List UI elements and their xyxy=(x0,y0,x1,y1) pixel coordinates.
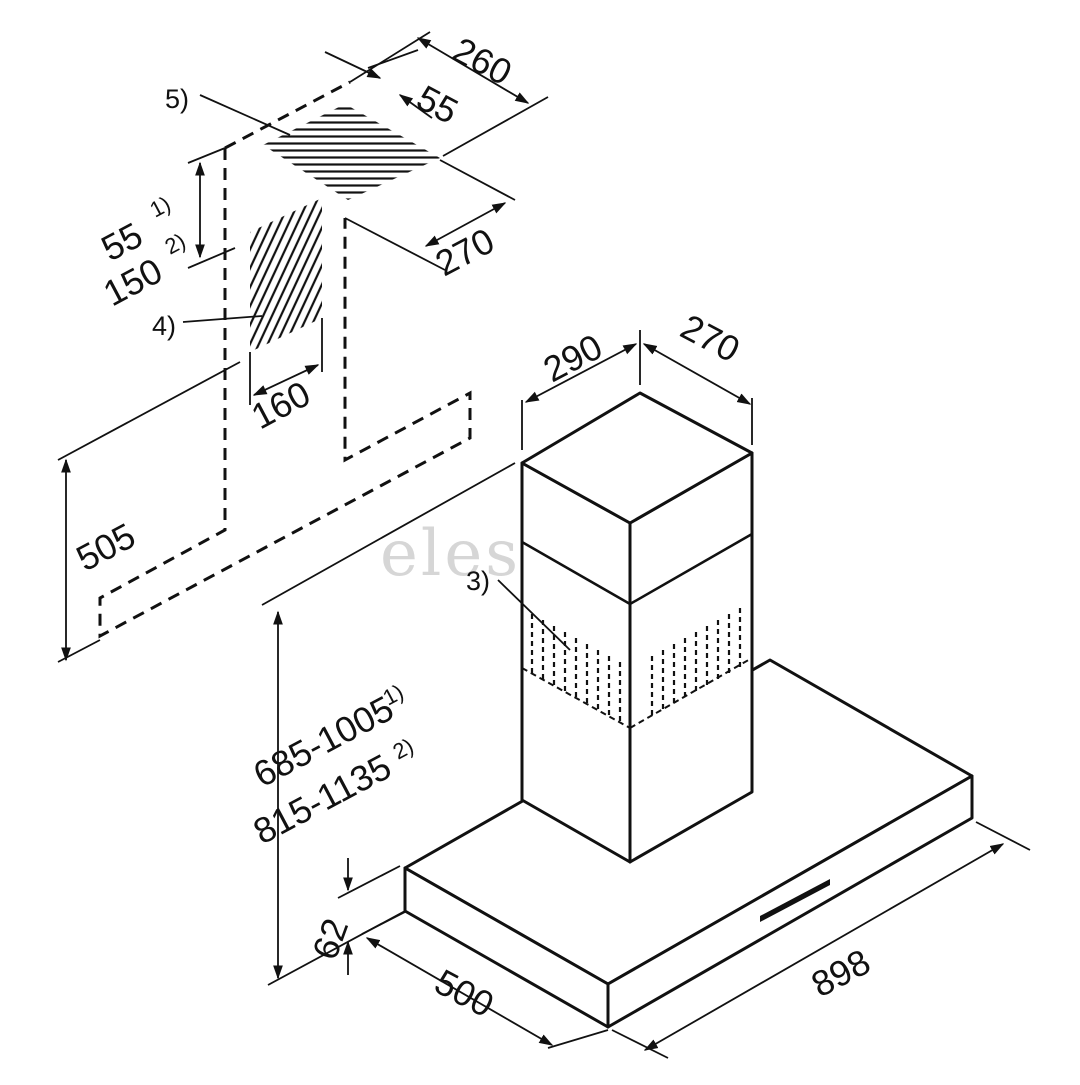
top-dimension-lines xyxy=(57,31,549,663)
wall-cutout-4 xyxy=(250,198,322,352)
dim-chimney-depth: 290 xyxy=(537,326,609,390)
dim-duct-width-top: 270 xyxy=(429,220,501,284)
chimney-left-face xyxy=(520,461,632,864)
dim-duct-depth-top: 260 xyxy=(446,29,518,93)
hood-dimension-lines xyxy=(261,330,1031,1059)
callout-labels: 5) 4) 3) xyxy=(152,84,490,596)
ceiling-cutout-5 xyxy=(263,104,440,200)
chimney-top xyxy=(520,391,754,525)
chimney-right-face xyxy=(628,451,754,864)
chimney-joints xyxy=(521,532,753,606)
dim-rear-height: 505 xyxy=(70,515,142,579)
dim-outlet-width: 160 xyxy=(245,373,317,437)
callout-wall-cutout: 4) xyxy=(152,311,176,341)
callout-vent-slots: 3) xyxy=(466,566,490,596)
dim-outlet-offset-2-mark: 2) xyxy=(161,228,190,259)
callout-ceiling-cutout: 5) xyxy=(165,84,189,114)
cooker-hood xyxy=(403,391,974,1029)
dim-outlet-offset-2: 150 xyxy=(97,250,169,314)
dim-canopy-width: 898 xyxy=(805,941,877,1005)
vent-slots xyxy=(497,579,753,729)
dim-chimney-width: 270 xyxy=(674,306,746,370)
dim-canopy-depth: 500 xyxy=(428,961,500,1025)
dim-outlet-offset-1-mark: 1) xyxy=(146,191,175,222)
dim-height-range-2-mark: 2) xyxy=(389,733,418,764)
installation-outline xyxy=(98,80,472,639)
dim-duct-offset-top: 55 xyxy=(410,77,465,132)
